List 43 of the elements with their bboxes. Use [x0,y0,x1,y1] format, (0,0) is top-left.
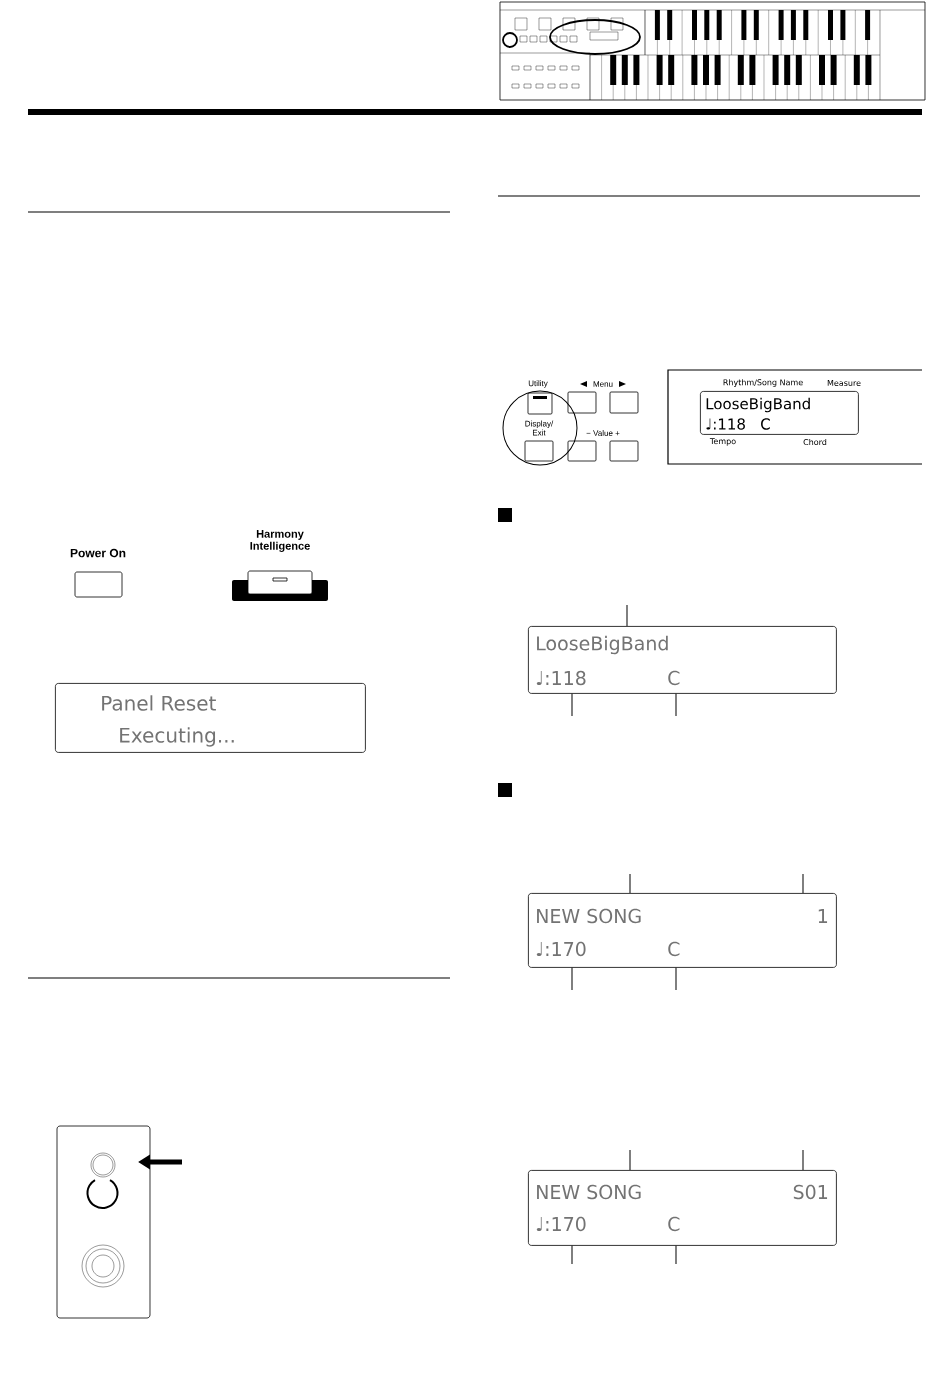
display-text: C [761,418,770,430]
button-label: − Value + [586,430,620,436]
display-text: ♩:118 [536,670,586,686]
leader-line [629,1149,631,1171]
display-text: Panel Reset [102,695,216,711]
display-text: 1 [818,909,828,923]
display-text: C [668,670,680,686]
lcd-display [700,391,859,435]
display-label: Rhythm/Song Name [723,379,803,387]
display-text: Executing... [120,727,234,747]
button-label: Harmony Intelligence [250,530,310,552]
leader-line [571,967,573,991]
lcd-display [528,893,837,968]
leader-line [675,693,677,717]
display-label: Measure [827,380,861,386]
display-frame [667,369,923,465]
display-text: ♩:170 [536,941,586,957]
display-text: NEW SONG [537,908,641,924]
button-label: Menu [593,381,613,387]
display-text: ♩:170 [536,1216,586,1232]
leader-line [802,1149,804,1171]
leader-line [629,873,631,894]
display-text: LooseBigBand [706,397,810,413]
button-label: Display/ Exit [525,420,554,436]
button-label: Power On [70,548,126,558]
lcd-display [528,626,837,694]
leader-line [675,967,677,991]
leader-line [626,604,628,627]
display-label: Chord [803,438,827,446]
leader-line [675,1245,677,1265]
display-text: C [668,1216,680,1232]
display-text: S01 [793,1184,828,1200]
display-text: ♩:118 [706,418,745,430]
leader-line [802,873,804,894]
leader-line [571,1245,573,1265]
lcd-display [528,1170,837,1246]
display-label: Tempo [709,438,736,446]
display-text: C [668,941,680,957]
lcd-display [55,683,366,753]
leader-line [571,693,573,717]
display-text: LooseBigBand [537,635,668,655]
button-label: Utility [528,380,548,388]
display-text: NEW SONG [537,1184,641,1200]
